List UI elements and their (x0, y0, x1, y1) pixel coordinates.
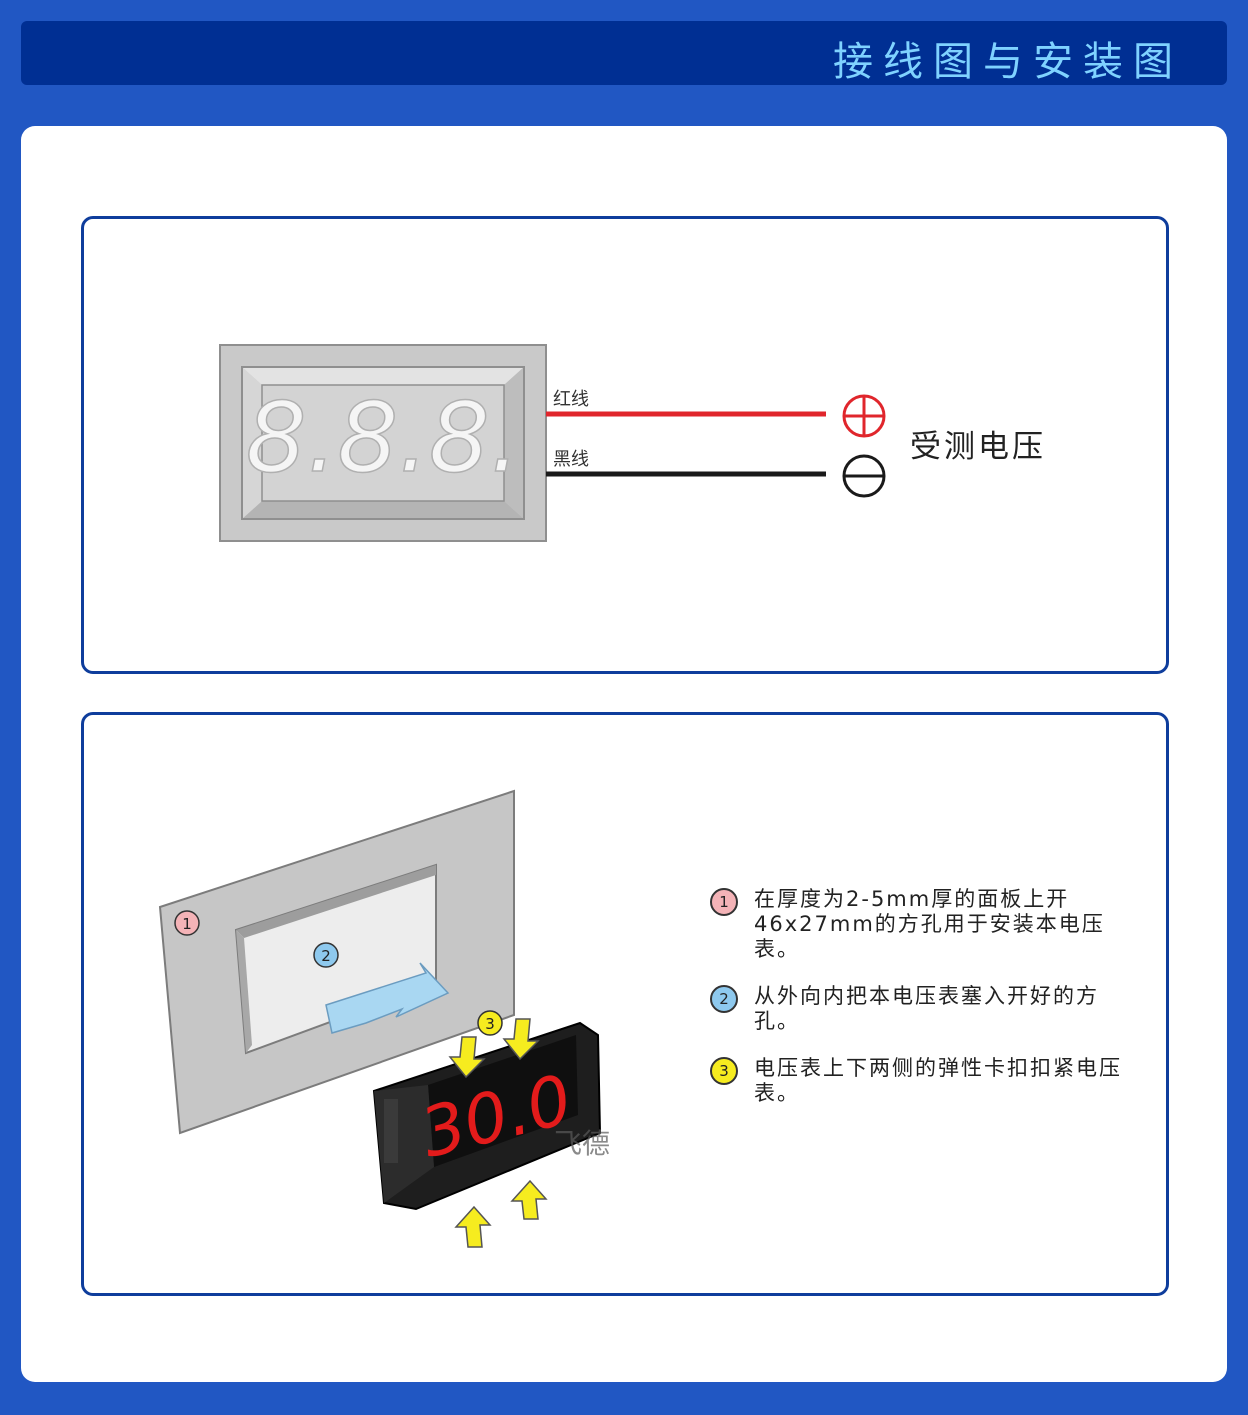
content-area: 8.8.8. 红线 黑线 受测电压 (21, 126, 1227, 1382)
red-wire-label: 红线 (553, 389, 589, 410)
black-wire-label: 黑线 (553, 449, 589, 470)
step-1: 1 在厚度为2-5mm厚的面板上开46x27mm的方孔用于安装本电压表。 (710, 887, 1130, 962)
marker-1-icon (174, 910, 200, 936)
step-number: 2 (710, 985, 738, 1013)
step-3: 3 电压表上下两侧的弹性卡扣扣紧电压表。 (710, 1056, 1130, 1106)
title-bar: 接线图与安装图 (21, 21, 1227, 85)
step-2: 2 从外向内把本电压表塞入开好的方孔。 (710, 984, 1130, 1034)
measured-voltage-label: 受测电压 (910, 429, 1046, 465)
svg-text:1: 1 (182, 915, 192, 933)
wiring-diagram: 8.8.8. 红线 黑线 受测电压 (219, 344, 1046, 542)
minus-terminal-icon (842, 454, 886, 498)
insert-arrow-icon (325, 962, 450, 1034)
installation-panel: 1 2 30.0 飞德 3 (81, 712, 1169, 1296)
wiring-diagram-panel: 8.8.8. 红线 黑线 受测电压 (81, 216, 1169, 674)
installation-steps: 1 在厚度为2-5mm厚的面板上开46x27mm的方孔用于安装本电压表。 2 从… (710, 887, 1130, 1128)
step-text: 电压表上下两侧的弹性卡扣扣紧电压表。 (754, 1056, 1122, 1105)
step-text: 从外向内把本电压表塞入开好的方孔。 (754, 984, 1099, 1033)
marker-2-icon (313, 942, 339, 968)
step-number: 3 (710, 1057, 738, 1085)
installation-illustration: 1 2 30.0 飞德 3 (158, 789, 610, 1248)
clip-arrow-icon (510, 1179, 548, 1220)
step-text: 在厚度为2-5mm厚的面板上开46x27mm的方孔用于安装本电压表。 (754, 887, 1105, 961)
plus-terminal-icon (842, 394, 886, 438)
display-digits: 8.8.8. (246, 382, 521, 494)
marker-3-icon (477, 1010, 503, 1036)
svg-text:2: 2 (321, 947, 331, 965)
step-number: 1 (710, 888, 738, 916)
svg-text:3: 3 (485, 1015, 495, 1033)
clip-arrow-icon (502, 1018, 540, 1061)
voltmeter-front-illustration: 8.8.8. (219, 344, 547, 542)
clip-arrow-icon (448, 1036, 486, 1079)
watermark-text: 飞德 (554, 1127, 610, 1160)
page-title: 接线图与安装图 (833, 39, 1183, 85)
clip-arrow-icon (454, 1205, 492, 1248)
